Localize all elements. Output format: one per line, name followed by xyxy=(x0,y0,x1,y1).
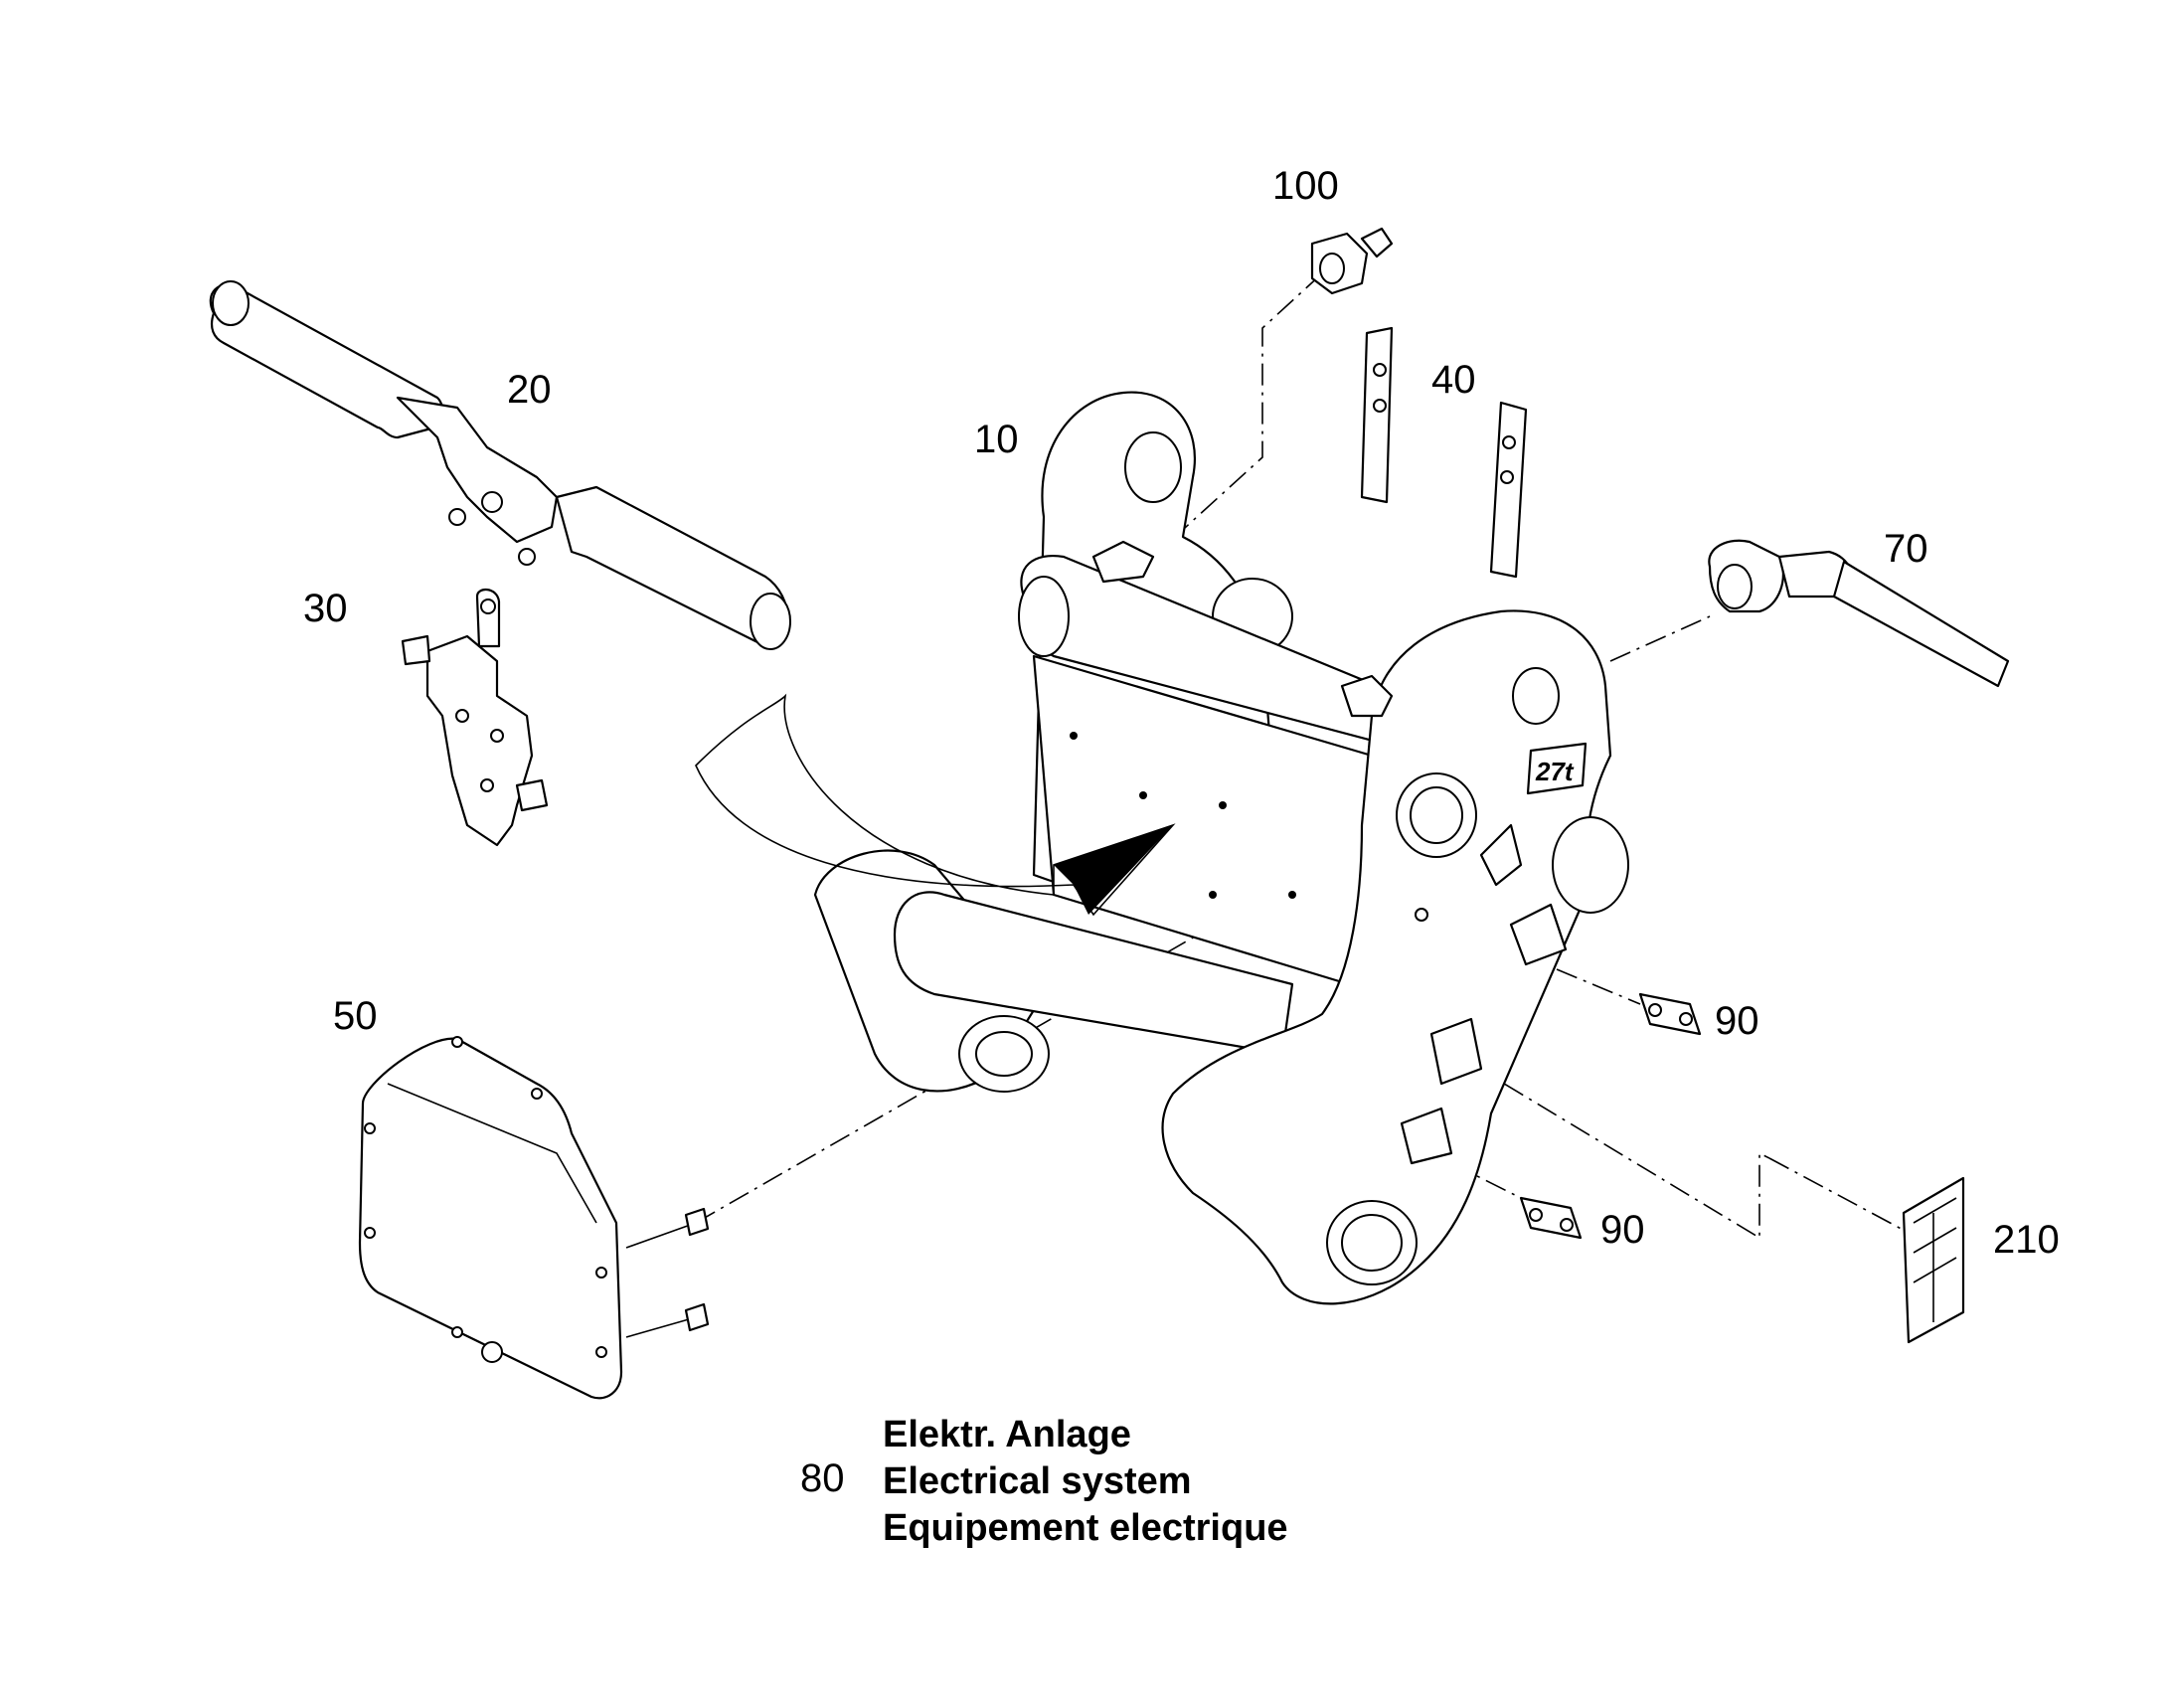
valve-bracket xyxy=(401,589,549,847)
callout-labels: 10 20 30 40 50 70 80 90 90 100 210 xyxy=(303,164,2060,1500)
frame-marking: 27t xyxy=(1535,757,1575,786)
callout-20: 20 xyxy=(507,368,552,412)
callout-100: 100 xyxy=(1272,164,1339,208)
callout-210: 210 xyxy=(1993,1218,2060,1262)
caption-french: Equipement electrique xyxy=(883,1507,1288,1549)
callout-10: 10 xyxy=(974,418,1019,461)
callout-90-upper: 90 xyxy=(1715,999,1759,1043)
hose-elbow xyxy=(1708,539,2010,688)
callout-80: 80 xyxy=(800,1456,845,1500)
callout-40: 40 xyxy=(1431,358,1476,402)
caption-german: Elektr. Anlage xyxy=(883,1414,1131,1455)
grease-fitting xyxy=(1310,227,1394,295)
callout-50: 50 xyxy=(333,994,378,1038)
type-plate xyxy=(1902,1176,1965,1344)
electrical-system-caption: Elektr. Anlage Electrical system Equipem… xyxy=(883,1414,1288,1549)
wear-strips xyxy=(1360,326,1528,579)
small-plates xyxy=(1519,992,1702,1240)
callout-90-lower: 90 xyxy=(1600,1208,1645,1252)
cover-plate xyxy=(358,1036,710,1400)
quick-coupler-frame: 27t xyxy=(695,391,1629,1305)
hydraulic-cylinder xyxy=(209,280,791,650)
caption-english: Electrical system xyxy=(883,1460,1192,1502)
callout-30: 30 xyxy=(303,587,348,630)
callout-70: 70 xyxy=(1884,527,1928,571)
